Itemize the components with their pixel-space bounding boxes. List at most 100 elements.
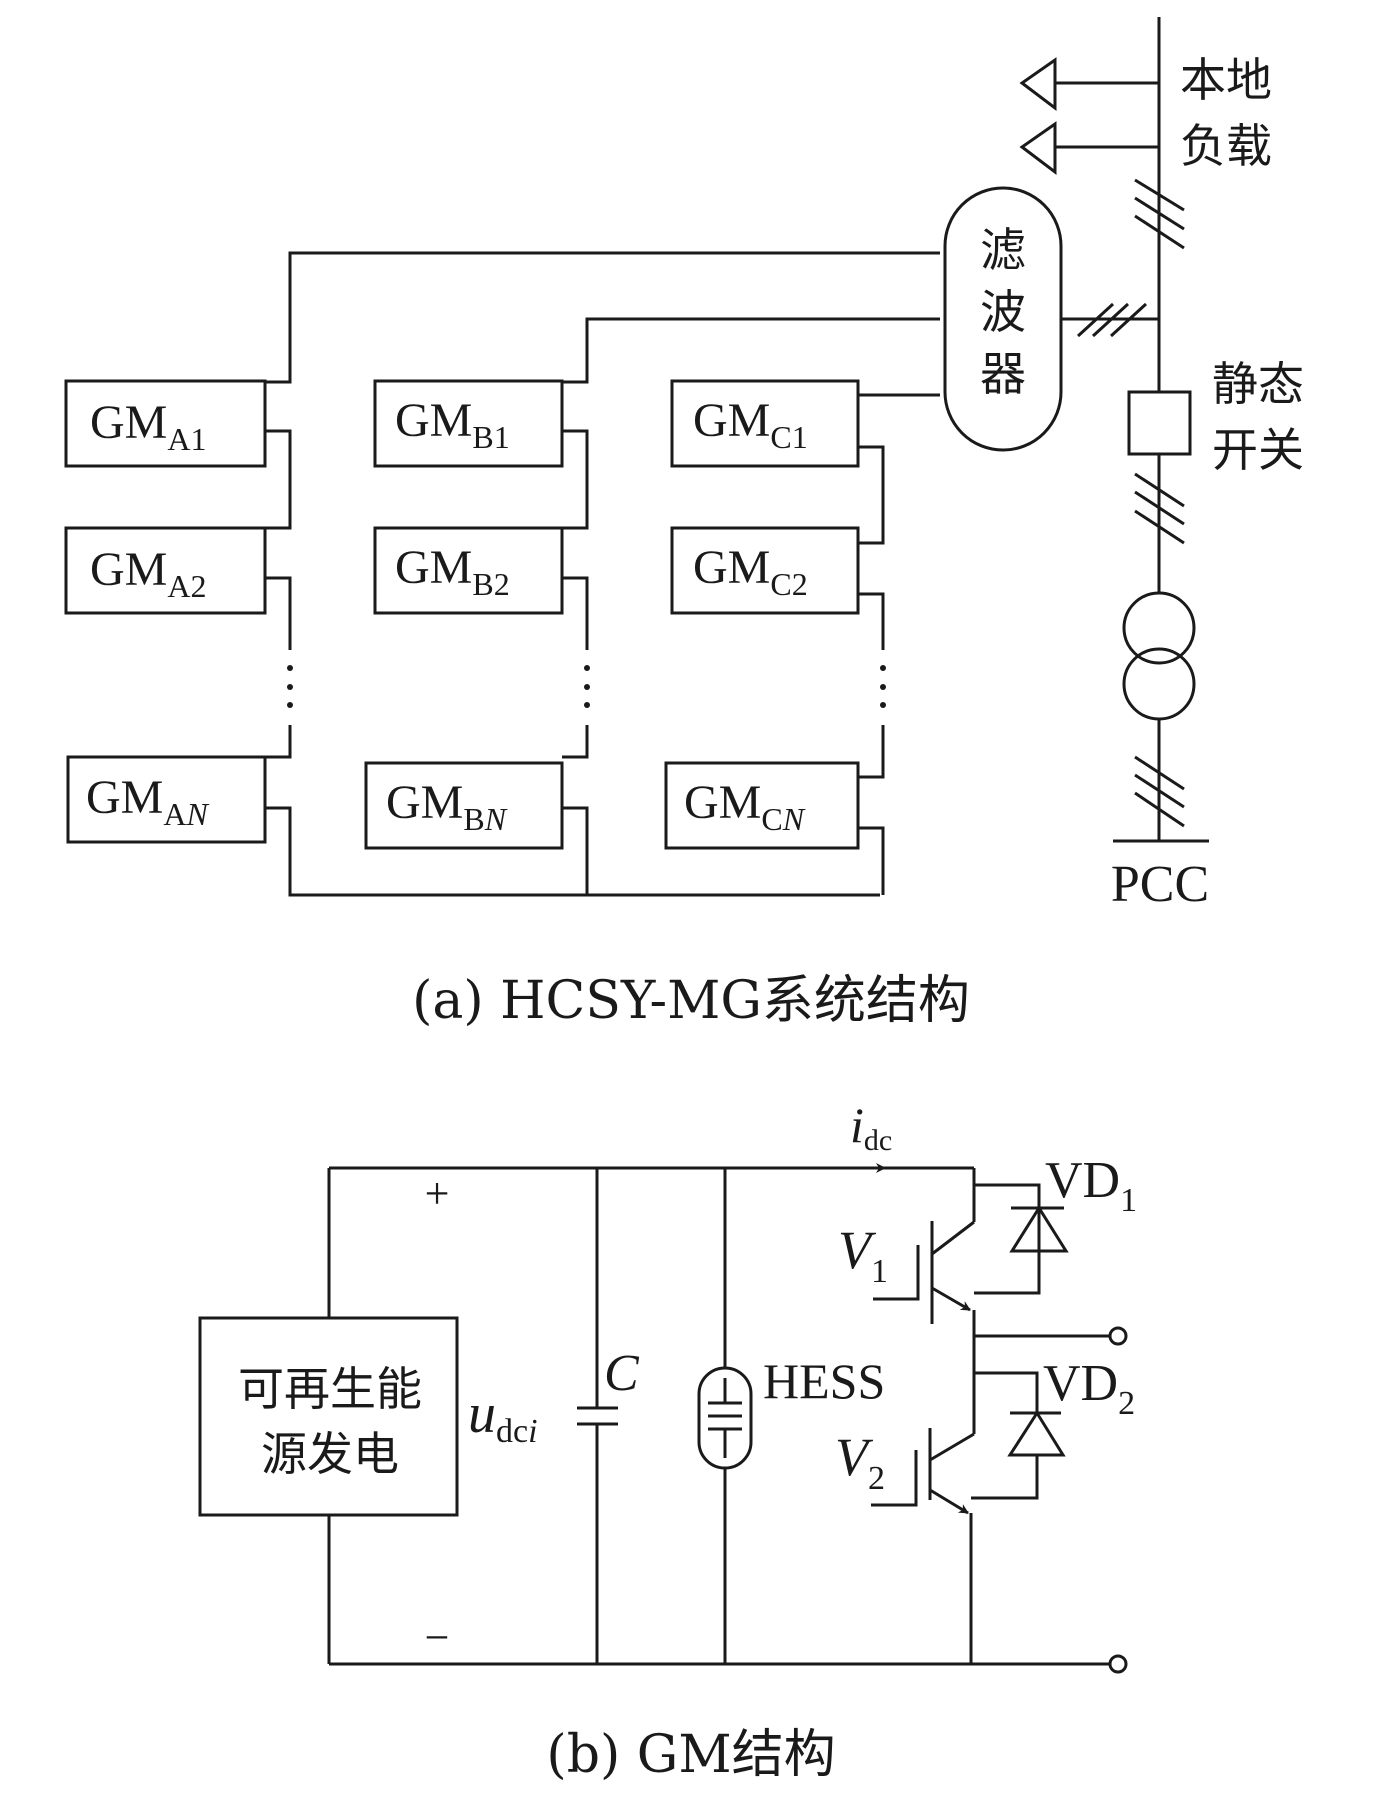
- ellipsis-dot: [880, 665, 886, 671]
- gm-box: [670, 379, 860, 468]
- igbt-gate: [873, 1245, 920, 1301]
- gm-box: [373, 379, 564, 468]
- gm-label: GMB1: [395, 394, 510, 455]
- neutral-bus: [265, 806, 880, 897]
- static-switch-body: [1127, 390, 1192, 456]
- gm-module-b1[interactable]: GMB1: [373, 379, 564, 468]
- phase-b-chain: [562, 317, 940, 895]
- link-c1-c2: [858, 445, 885, 545]
- three-phase-mark: [1134, 755, 1185, 828]
- transformer-icon[interactable]: [1122, 591, 1196, 721]
- diode-triangle-icon: [1007, 1410, 1066, 1457]
- hess-label: HESS: [763, 1353, 885, 1409]
- gm-box: [64, 379, 267, 468]
- phase-a-feeder: [265, 251, 940, 384]
- diode-wire: [971, 1455, 1039, 1500]
- gm-module-a2[interactable]: GMA2: [64, 526, 267, 615]
- gm-label: GMA1: [90, 396, 206, 457]
- output-terminal-1[interactable]: [1108, 1326, 1128, 1346]
- current-label: idc: [850, 1097, 892, 1157]
- gm-module-cn[interactable]: GMCN: [664, 761, 860, 850]
- igbt-gate: [871, 1450, 918, 1507]
- gm-box: [373, 526, 564, 615]
- static-switch-label-2: 开关: [1212, 423, 1304, 477]
- gm-box: [66, 755, 267, 844]
- wire-c2-down: [858, 592, 885, 650]
- load-arrow-icon: [1019, 121, 1057, 176]
- figure-a: GMA1 GMA2 GMAN GMB1 GMB2 GMBN GMC1 GM: [64, 17, 1304, 1031]
- source-label-2: 源发电: [261, 1427, 399, 1481]
- gm-module-b2[interactable]: GMB2: [373, 526, 564, 615]
- figure-b: 可再生能 源发电 + − C udci HESS idc: [198, 1097, 1137, 1785]
- gm-label: GMA2: [90, 543, 206, 604]
- output-terminal-2[interactable]: [1108, 1654, 1128, 1674]
- plus-sign: +: [425, 1169, 450, 1218]
- igbt-v2[interactable]: [871, 1428, 975, 1515]
- ellipsis-dot: [584, 702, 590, 708]
- capacitor[interactable]: [577, 1168, 618, 1664]
- ellipsis-dot: [584, 684, 590, 690]
- local-load-1[interactable]: [1019, 57, 1159, 112]
- three-phase-mark: [1134, 472, 1185, 545]
- wire-to-cn: [858, 725, 885, 779]
- load-arrow-icon: [1019, 57, 1057, 112]
- renewable-source[interactable]: 可再生能 源发电: [198, 1316, 459, 1517]
- gm-module-c2[interactable]: GMC2: [670, 526, 860, 615]
- source-label-1: 可再生能: [238, 1362, 422, 1416]
- filter-label-3: 器: [980, 347, 1026, 401]
- diode-vd1[interactable]: [974, 1183, 1069, 1295]
- local-load-label-1: 本地: [1180, 53, 1272, 107]
- static-switch-label-1: 静态: [1212, 357, 1304, 411]
- v2-label: V2: [835, 1427, 885, 1497]
- gm-label: GMBN: [386, 776, 508, 837]
- igbt-collector: [931, 1220, 975, 1256]
- minus-sign: −: [425, 1613, 450, 1662]
- renewable-source-box: [198, 1316, 459, 1517]
- igbt-emitter-arrow-icon: [931, 1286, 971, 1312]
- wire-to-an: [265, 725, 292, 759]
- ellipsis-dot: [287, 702, 293, 708]
- diode-vd2[interactable]: [971, 1371, 1066, 1500]
- phase-b-feeder: [562, 317, 940, 384]
- link-a1-a2: [265, 429, 292, 530]
- igbt-collector: [929, 1432, 975, 1462]
- wire-cn-neutral: [858, 826, 885, 895]
- filter[interactable]: 滤 波 器: [943, 186, 1063, 452]
- local-load-2[interactable]: [1019, 121, 1159, 176]
- three-phase-mark: [1134, 178, 1185, 250]
- ellipsis-dot: [287, 684, 293, 690]
- voltage-label: udci: [468, 1383, 538, 1450]
- caption-b: (b) GM结构: [546, 1725, 835, 1785]
- pcc-label: PCC: [1111, 856, 1209, 913]
- static-switch[interactable]: [1127, 390, 1192, 456]
- wire-bn-neutral: [562, 806, 589, 895]
- gm-label: GMB2: [395, 541, 510, 602]
- gm-box: [364, 761, 564, 850]
- vd1-label: VD1: [1045, 1152, 1137, 1219]
- vd2-label: VD2: [1043, 1355, 1135, 1422]
- gm-label: GMAN: [86, 771, 209, 832]
- gm-box: [664, 761, 860, 850]
- phase-c-chain: [858, 393, 940, 895]
- diode-wire: [974, 1371, 1039, 1413]
- filter-label-1: 滤: [980, 223, 1026, 277]
- wire-b2-down: [562, 576, 589, 650]
- ellipsis-dot: [584, 665, 590, 671]
- gm-label: GMC1: [693, 394, 808, 455]
- local-load-label-2: 负载: [1180, 119, 1272, 173]
- gm-box: [670, 526, 860, 615]
- caption-a: (a) HCSY-MG系统结构: [412, 971, 970, 1031]
- hess-storage[interactable]: [697, 1168, 753, 1664]
- gm-module-a1[interactable]: GMA1: [64, 379, 267, 468]
- link-b1-b2: [562, 429, 589, 530]
- igbt-v1[interactable]: [873, 1220, 975, 1324]
- gm-module-an[interactable]: GMAN: [66, 755, 267, 844]
- wire-a2-down: [265, 576, 292, 650]
- gm-module-c1[interactable]: GMC1: [670, 379, 860, 468]
- diode-wire: [974, 1251, 1041, 1295]
- diode-wire: [974, 1183, 1041, 1293]
- ellipsis-dot: [880, 684, 886, 690]
- gm-module-bn[interactable]: GMBN: [364, 761, 564, 850]
- three-phase-mark: [1076, 302, 1148, 338]
